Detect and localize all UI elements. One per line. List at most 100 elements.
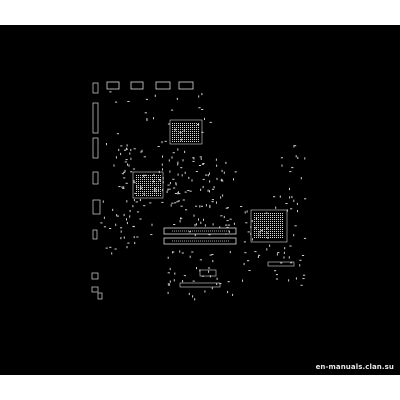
passive-component bbox=[232, 293, 234, 296]
passive-component bbox=[226, 226, 229, 228]
passive-component bbox=[192, 280, 195, 282]
passive-component bbox=[194, 233, 196, 237]
passive-component bbox=[286, 209, 288, 212]
passive-component bbox=[125, 159, 128, 161]
passive-component bbox=[167, 284, 171, 286]
passive-component bbox=[209, 275, 211, 278]
passive-component bbox=[221, 169, 223, 172]
passive-component bbox=[182, 159, 184, 162]
passive-component bbox=[227, 224, 231, 226]
passive-component bbox=[208, 270, 210, 273]
passive-component bbox=[106, 143, 107, 146]
passive-component bbox=[204, 117, 205, 120]
passive-component bbox=[184, 191, 187, 193]
passive-component bbox=[192, 157, 195, 159]
passive-component bbox=[140, 186, 142, 189]
passive-component bbox=[208, 234, 211, 236]
passive-component bbox=[293, 234, 295, 237]
passive-component bbox=[179, 132, 182, 134]
passive-component bbox=[299, 259, 302, 261]
passive-component bbox=[188, 231, 191, 233]
passive-component bbox=[114, 248, 117, 250]
passive-component bbox=[175, 183, 177, 186]
passive-component bbox=[265, 232, 268, 234]
passive-component bbox=[171, 202, 174, 204]
passive-component bbox=[170, 204, 172, 207]
passive-component bbox=[184, 171, 186, 174]
passive-component bbox=[132, 168, 136, 170]
passive-component bbox=[176, 201, 179, 203]
passive-component bbox=[229, 251, 231, 254]
passive-component bbox=[158, 188, 159, 191]
passive-component bbox=[213, 186, 215, 189]
passive-component bbox=[132, 205, 134, 208]
passive-component bbox=[115, 156, 117, 159]
passive-component bbox=[189, 190, 192, 192]
passive-component bbox=[194, 224, 196, 227]
passive-component bbox=[290, 262, 293, 264]
passive-component bbox=[130, 157, 132, 160]
passive-component bbox=[216, 277, 218, 280]
passive-component bbox=[154, 188, 157, 190]
passive-component bbox=[200, 205, 204, 207]
passive-component bbox=[126, 200, 128, 203]
connector-column-left bbox=[91, 82, 103, 300]
passive-component bbox=[167, 184, 170, 186]
passive-component bbox=[128, 164, 130, 167]
passive-component bbox=[195, 171, 198, 172]
connector-strip-bottom bbox=[179, 261, 295, 288]
passive-component bbox=[125, 182, 128, 184]
passive-component bbox=[127, 242, 130, 244]
passive-component bbox=[173, 187, 176, 189]
passive-component bbox=[254, 227, 257, 229]
passive-component bbox=[273, 196, 276, 198]
passive-component bbox=[304, 198, 307, 200]
passive-component bbox=[185, 209, 188, 211]
passive-component bbox=[172, 251, 175, 253]
passive-component bbox=[207, 267, 211, 269]
passive-component bbox=[105, 247, 108, 249]
passive-component bbox=[182, 199, 185, 201]
passive-component bbox=[274, 270, 277, 272]
passive-component bbox=[200, 221, 202, 224]
passive-component bbox=[161, 163, 163, 166]
passive-component bbox=[199, 269, 201, 272]
passive-component bbox=[111, 252, 113, 255]
passive-component bbox=[123, 171, 126, 173]
passive-component bbox=[266, 227, 268, 230]
passive-component bbox=[207, 174, 209, 177]
passive-component bbox=[134, 192, 137, 194]
passive-component bbox=[267, 236, 269, 239]
passive-component bbox=[130, 171, 133, 173]
passive-component bbox=[189, 255, 191, 258]
passive-component bbox=[177, 191, 179, 194]
passive-component bbox=[222, 194, 224, 197]
passive-component bbox=[211, 199, 214, 201]
passive-component bbox=[150, 234, 153, 236]
passive-component bbox=[288, 279, 290, 282]
passive-component bbox=[129, 215, 131, 218]
passive-component bbox=[209, 121, 212, 123]
passive-component bbox=[209, 254, 212, 256]
passive-component bbox=[126, 147, 127, 150]
passive-component bbox=[187, 190, 190, 191]
passive-component bbox=[211, 254, 214, 255]
passive-component bbox=[120, 227, 123, 229]
passive-component bbox=[283, 256, 285, 259]
passive-component bbox=[188, 292, 190, 295]
passive-component bbox=[205, 174, 208, 176]
passive-component bbox=[143, 174, 145, 177]
passive-component bbox=[139, 218, 142, 220]
passive-component bbox=[219, 226, 221, 229]
passive-component bbox=[153, 173, 155, 176]
passive-component bbox=[280, 157, 283, 159]
passive-component bbox=[202, 178, 205, 180]
passive-component bbox=[126, 221, 128, 225]
passive-component bbox=[118, 148, 120, 151]
passive-component bbox=[136, 236, 139, 238]
passive-component bbox=[121, 173, 124, 175]
passive-component bbox=[303, 274, 306, 276]
passive-component bbox=[144, 112, 147, 114]
passive-component bbox=[198, 95, 200, 98]
passive-component bbox=[201, 275, 204, 277]
